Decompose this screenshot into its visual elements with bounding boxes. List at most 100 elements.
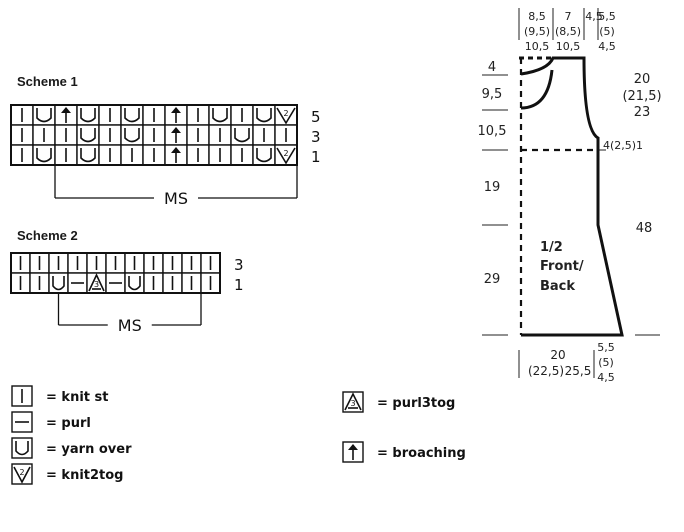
stitch-cell [208,124,232,146]
legend-label: = knit st [46,390,108,405]
stitch-cell [54,144,78,166]
stitch-cell: 2 [274,104,298,126]
right-value: 48 [636,221,653,236]
stitch-cell [200,272,221,294]
stitch-cell [252,144,276,166]
stitch-cell [105,272,126,294]
svg-text:2: 2 [19,468,24,477]
stitch-cell [32,144,56,166]
stitch-cell [230,144,254,166]
left-value: 10,5 [478,124,507,139]
right-value: 23 [634,105,651,120]
stitch-cell [48,272,69,294]
top-value: 10,5 [525,40,550,53]
top-value: (5) [599,25,615,38]
legend-item: 3 = purl3tog [342,391,455,413]
stitch-cell [10,104,34,126]
top-value: 7 [565,10,572,23]
stitch-cell [86,252,107,274]
bottom-value: (22,5) [528,364,564,378]
stitch-cell [230,124,254,146]
legend-item: = broaching [342,441,466,463]
stitch-cell: 3 [86,272,107,294]
piece-label: Back [540,279,575,294]
stitch-cell [208,144,232,166]
piece-label: 1/2 [540,240,563,255]
stitch-cell [10,272,31,294]
row-number: 1 [311,148,321,166]
stitch-cell [274,124,298,146]
top-value: 8,5 [528,10,546,23]
stitch-cell [76,104,100,126]
stitch-cell [67,252,88,274]
bottom-value: 5,5 [597,341,615,354]
legend-item: = purl [11,411,91,433]
bottom-value: 25,5 [565,364,592,378]
top-value: (8,5) [555,25,581,38]
stitch-cell [10,252,31,274]
stitch-cell [200,252,221,274]
legend-item: = yarn over [11,437,132,459]
left-value: 4 [488,60,496,75]
legend-label: = purl [46,416,91,431]
stitch-cell [120,124,144,146]
right-value: 4(2,5)1 [603,139,643,152]
scheme1-title: Scheme 1 [17,74,78,89]
legend-label: = purl3tog [377,396,455,411]
stitch-cell: 2 [274,144,298,166]
stitch-cell [181,272,202,294]
svg-text:3: 3 [350,399,355,408]
left-value: 9,5 [482,87,503,102]
row-number: 3 [311,128,321,146]
stitch-cell [124,252,145,274]
stitch-cell [32,104,56,126]
stitch-cell [54,104,78,126]
stitch-cell [120,144,144,166]
stitch-cell [186,104,210,126]
stitch-cell [48,252,69,274]
top-value: 10,5 [556,40,581,53]
stitch-cell [124,272,145,294]
piece-label: Front/ [540,259,584,274]
stitch-cell [164,124,188,146]
legend-item: = knit st [11,385,108,407]
stitch-cell [142,124,166,146]
top-value: 4,5 [598,40,616,53]
stitch-cell [181,252,202,274]
stitch-cell [252,104,276,126]
stitch-cell [142,104,166,126]
legend-label: = knit2tog [46,468,124,483]
stitch-cell [208,104,232,126]
stitch-cell [98,144,122,166]
right-value: 20 [634,72,651,87]
stitch-cell [186,124,210,146]
stitch-cell [105,252,126,274]
stitch-cell [162,272,183,294]
bottom-value: 20 [550,348,565,362]
top-value: (9,5) [524,25,550,38]
ms-label: MS [118,316,142,335]
top-value: 5,5 [598,10,616,23]
stitch-cell [29,252,50,274]
row-number: 5 [311,108,321,126]
stitch-cell [32,124,56,146]
stitch-cell [76,144,100,166]
stitch-cell [162,252,183,274]
stitch-cell [230,104,254,126]
stitch-cell [142,144,166,166]
svg-text:3: 3 [94,280,99,289]
stitch-cell [10,124,34,146]
svg-text:2: 2 [283,149,288,158]
stitch-cell [143,272,164,294]
legend-label: = broaching [377,446,466,461]
stitch-cell [164,104,188,126]
garment-schematic: 8,5 (9,5) 10,5 7 (8,5) 10,5 4,5 5,5 (5) … [478,8,662,384]
row-number: 3 [234,256,244,274]
legend-label: = yarn over [46,442,132,457]
left-value: 19 [484,180,501,195]
stitch-cell [164,144,188,166]
stitch-cell [120,104,144,126]
